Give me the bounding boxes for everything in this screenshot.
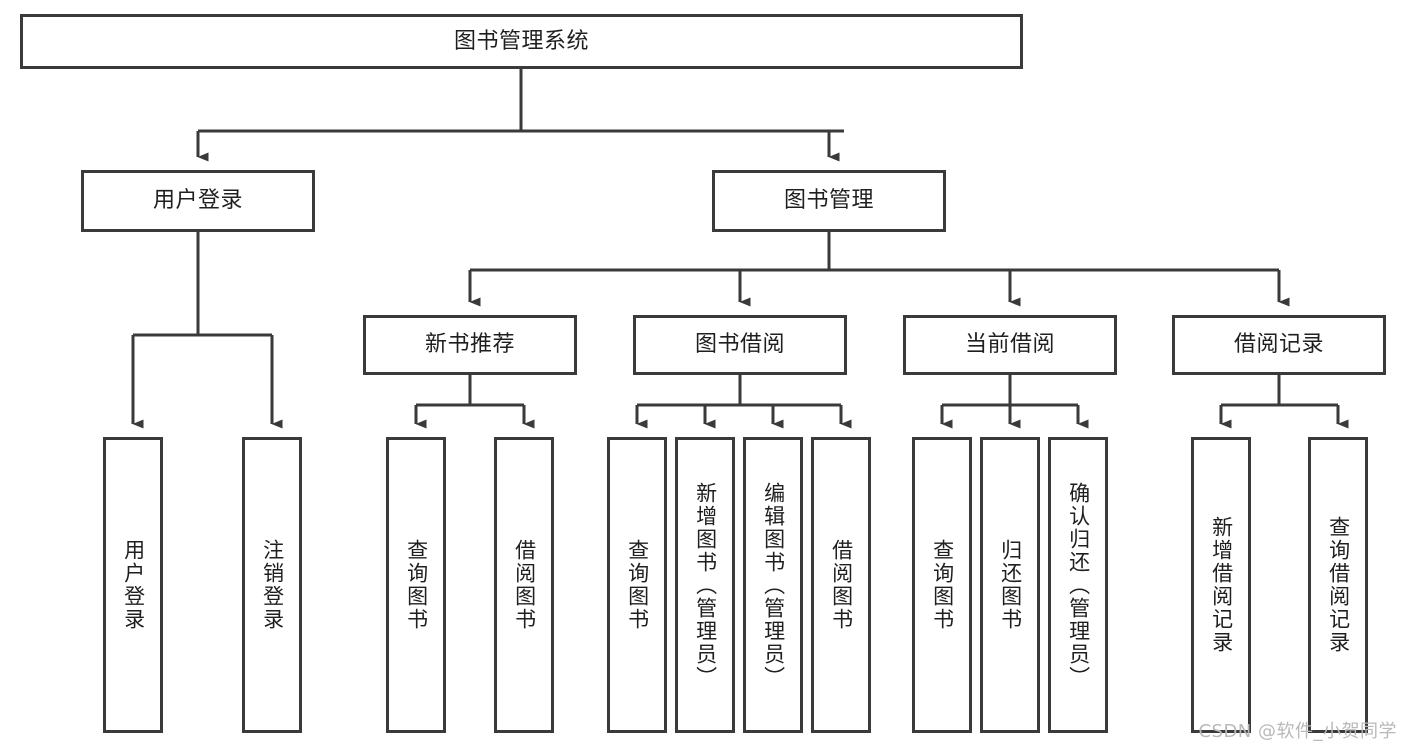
node-leaf-edit-book[interactable]: 编辑图书（管理员） bbox=[743, 437, 803, 733]
node-leaf-return-book[interactable]: 归还图书 bbox=[980, 437, 1040, 733]
node-leaf-query-book-2-label: 查询图书 bbox=[625, 539, 650, 631]
node-leaf-query-record-label: 查询借阅记录 bbox=[1326, 516, 1351, 654]
node-leaf-user-login[interactable]: 用户登录 bbox=[103, 437, 163, 733]
node-leaf-borrow-book-2-label: 借阅图书 bbox=[829, 539, 854, 631]
node-leaf-query-book-3[interactable]: 查询图书 bbox=[912, 437, 972, 733]
node-root-label: 图书管理系统 bbox=[453, 28, 589, 54]
node-root[interactable]: 图书管理系统 bbox=[20, 14, 1023, 69]
node-leaf-user-login-label: 用户登录 bbox=[121, 539, 146, 631]
node-leaf-query-record[interactable]: 查询借阅记录 bbox=[1308, 437, 1368, 733]
node-leaf-query-book-1[interactable]: 查询图书 bbox=[386, 437, 446, 733]
node-leaf-logout-login-label: 注销登录 bbox=[260, 539, 285, 631]
node-leaf-add-record-label: 新增借阅记录 bbox=[1209, 516, 1234, 654]
node-leaf-query-book-3-label: 查询图书 bbox=[930, 539, 955, 631]
node-leaf-add-book[interactable]: 新增图书（管理员） bbox=[675, 437, 735, 733]
node-leaf-edit-book-label: 编辑图书（管理员） bbox=[761, 481, 786, 689]
watermark-text: CSDN @软件_小贺同学 bbox=[1198, 721, 1397, 742]
node-leaf-return-book-label: 归还图书 bbox=[998, 539, 1023, 631]
node-book-borrow[interactable]: 图书借阅 bbox=[633, 315, 847, 375]
node-leaf-borrow-book-1[interactable]: 借阅图书 bbox=[494, 437, 554, 733]
node-leaf-query-book-1-label: 查询图书 bbox=[404, 539, 429, 631]
node-borrow-record-label: 借阅记录 bbox=[1233, 332, 1324, 358]
node-book-manage[interactable]: 图书管理 bbox=[712, 170, 946, 232]
node-leaf-add-record[interactable]: 新增借阅记录 bbox=[1191, 437, 1251, 733]
node-new-book-recommend[interactable]: 新书推荐 bbox=[363, 315, 577, 375]
node-book-borrow-label: 图书借阅 bbox=[694, 332, 785, 358]
node-borrow-record[interactable]: 借阅记录 bbox=[1172, 315, 1386, 375]
node-user-login[interactable]: 用户登录 bbox=[81, 170, 315, 232]
node-leaf-borrow-book-1-label: 借阅图书 bbox=[512, 539, 537, 631]
node-leaf-confirm-return-label: 确认归还（管理员） bbox=[1066, 481, 1091, 689]
node-current-borrow-label: 当前借阅 bbox=[964, 332, 1055, 358]
node-user-login-label: 用户登录 bbox=[152, 188, 243, 214]
node-leaf-confirm-return[interactable]: 确认归还（管理员） bbox=[1048, 437, 1108, 733]
node-new-book-recommend-label: 新书推荐 bbox=[424, 332, 515, 358]
node-book-manage-label: 图书管理 bbox=[783, 188, 874, 214]
node-current-borrow[interactable]: 当前借阅 bbox=[903, 315, 1117, 375]
node-leaf-borrow-book-2[interactable]: 借阅图书 bbox=[811, 437, 871, 733]
node-leaf-logout-login[interactable]: 注销登录 bbox=[242, 437, 302, 733]
node-leaf-query-book-2[interactable]: 查询图书 bbox=[607, 437, 667, 733]
node-leaf-add-book-label: 新增图书（管理员） bbox=[693, 481, 718, 689]
